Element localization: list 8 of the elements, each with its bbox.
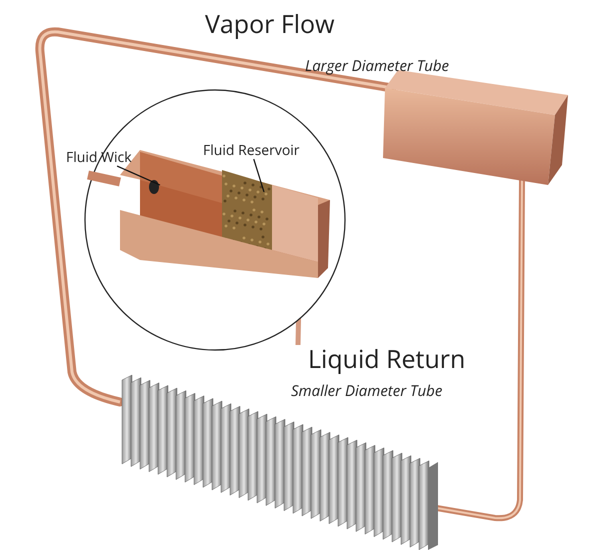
leader-line	[253, 158, 265, 192]
tube-caption: Smaller Diameter Tube	[291, 383, 442, 400]
part-label: Fluid Wick	[66, 150, 132, 166]
part-label: Fluid Reservoir	[203, 143, 300, 160]
flow-label: Vapor Flow	[205, 10, 334, 39]
flow-label: Liquid Return	[308, 345, 466, 374]
leader-line	[116, 166, 160, 186]
tube-caption: Larger Diameter Tube	[305, 58, 450, 76]
